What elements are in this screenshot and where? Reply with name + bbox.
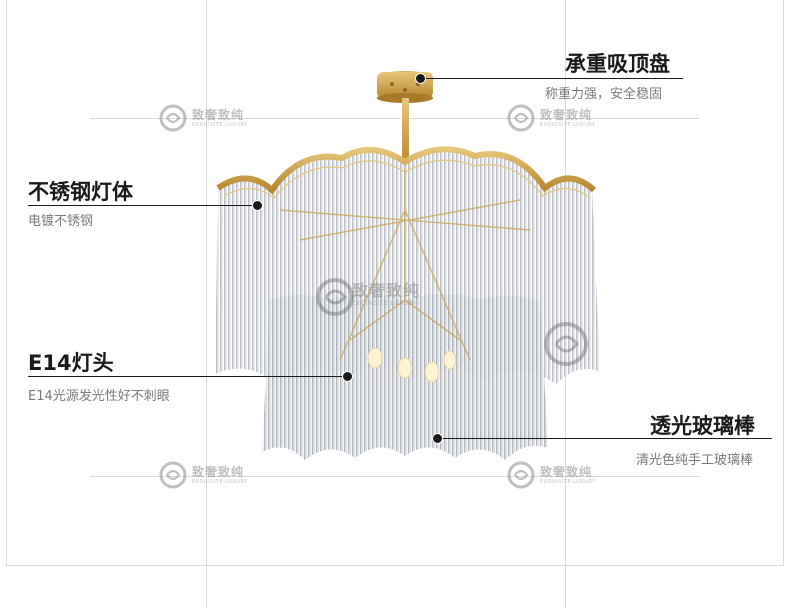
watermark-cn: 致奢致纯	[192, 464, 245, 479]
brand-logo-icon	[159, 104, 187, 132]
frame-left	[6, 0, 7, 565]
frame-right	[783, 0, 784, 565]
watermark-en: EXQUISITE LUXURY	[192, 478, 248, 485]
grid-line-v1	[206, 0, 207, 608]
annotation-title-canopy: 承重吸顶盘	[565, 52, 670, 76]
brand-logo-icon	[507, 104, 535, 132]
watermark-en: EXQUISITE LUXURY	[352, 300, 418, 307]
annotation-subtitle-canopy: 称重力强，安全稳固	[545, 87, 663, 102]
annotation-title-body: 不锈钢灯体	[28, 180, 133, 204]
watermark-logo-right	[544, 322, 588, 366]
annotation-title-glass: 透光玻璃棒	[650, 414, 755, 438]
leader-line-glass	[437, 438, 772, 439]
annotation-subtitle-body: 电镀不锈钢	[28, 214, 94, 229]
grid-line-h2	[90, 476, 700, 477]
leader-dot-canopy	[415, 73, 426, 84]
watermark-cn: 致奢致纯	[352, 281, 421, 300]
watermark-logo-center	[316, 278, 354, 316]
gold-scallop-frame	[216, 146, 597, 195]
leader-dot-socket	[342, 371, 353, 382]
frame-bottom	[6, 565, 784, 566]
watermark-cn: 致奢致纯	[540, 107, 593, 122]
annotation-title-socket: E14灯头	[28, 351, 114, 375]
suspension-rod	[402, 98, 409, 168]
leader-line-body	[28, 205, 258, 206]
annotation-subtitle-glass: 清光色纯手工玻璃棒	[636, 453, 754, 468]
leader-dot-glass	[432, 433, 443, 444]
watermark-cn: 致奢致纯	[540, 464, 593, 479]
leader-dot-body	[252, 200, 263, 211]
watermark-en: EXQUISITE LUXURY	[192, 121, 248, 128]
watermark-en: EXQUISITE LUXURY	[540, 121, 596, 128]
watermark-en: EXQUISITE LUXURY	[540, 478, 596, 485]
annotation-subtitle-socket: E14光源发光性好不刺眼	[28, 389, 170, 404]
brand-logo-icon	[507, 461, 535, 489]
leader-line-canopy	[421, 78, 683, 79]
watermark-cn: 致奢致纯	[192, 107, 245, 122]
brand-logo-icon	[159, 461, 187, 489]
grid-line-h1	[90, 118, 700, 119]
leader-line-socket	[28, 376, 348, 377]
